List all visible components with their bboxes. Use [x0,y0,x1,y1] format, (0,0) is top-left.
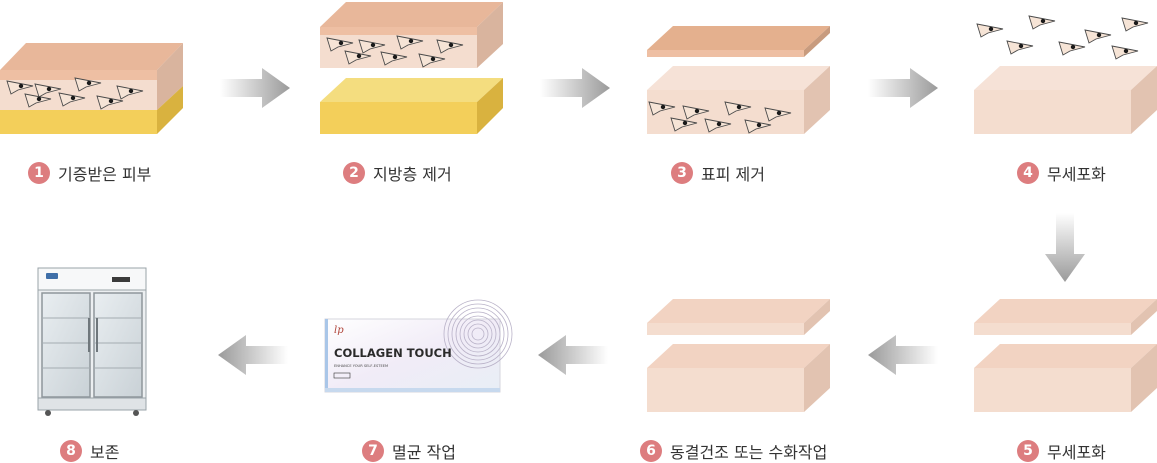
cell-icon [976,23,1004,38]
arrow-down-icon [1045,213,1085,282]
block-fat-removal [320,2,503,134]
step-7: 7 멸균 작업 [362,439,456,463]
cell-icon [1058,41,1086,56]
block-decellularization-1 [974,15,1157,134]
step-3: 3 표피 제거 [671,161,765,185]
cell-icon [1006,40,1034,55]
arrow-left-icon [538,335,608,375]
step-2: 2 지방층 제거 [343,161,452,185]
product-box: lp COLLAGEN TOUCH ENHANCE YOUR SELF-ESTE… [324,299,513,393]
cell-icon [1028,15,1056,30]
step-label: 멸균 작업 [392,443,456,462]
step-number-badge: 6 [640,440,662,462]
step-label: 지방층 제거 [373,165,452,184]
cell-icon [1111,45,1139,60]
arrow-left-icon [218,335,288,375]
step-label: 동결건조 또는 수화작업 [670,443,828,462]
step-number-badge: 4 [1017,162,1039,184]
step-5: 5 무세포화 [1017,439,1106,463]
arrow-right-icon [220,68,290,108]
step-label: 무세포화 [1047,165,1106,184]
fingerprint-pattern [443,299,513,369]
block-epidermis-removal [647,26,830,134]
step-label: 표피 제거 [701,165,765,184]
block-decellularization-2 [974,299,1157,412]
step-label: 무세포화 [1047,443,1106,462]
step-number-badge: 3 [671,162,693,184]
step-number-badge: 1 [28,162,50,184]
step-1: 1 기증받은 피부 [28,161,151,185]
cell-icon [1121,17,1149,32]
step-6: 6 동결건조 또는 수화작업 [640,439,827,463]
step-number-badge: 7 [362,440,384,462]
arrow-left-icon [868,335,938,375]
arrow-right-icon [540,68,610,108]
product-title: COLLAGEN TOUCH [334,346,452,360]
arrow-right-icon [868,68,938,108]
refrigerator-icon [37,267,147,416]
step-number-badge: 5 [1017,440,1039,462]
step-number-badge: 8 [60,440,82,462]
step-number-badge: 2 [343,162,365,184]
step-4: 4 무세포화 [1017,161,1106,185]
cell-icon [1084,29,1112,44]
block-freeze-dry [647,299,830,412]
brand-logo-icon: lp [334,325,344,336]
step-8: 8 보존 [60,439,119,463]
product-subtitle: ENHANCE YOUR SELF-ESTEEM [334,364,388,368]
step-label: 보존 [90,443,120,462]
step-label: 기증받은 피부 [58,165,152,184]
block-donated-skin [0,43,183,134]
